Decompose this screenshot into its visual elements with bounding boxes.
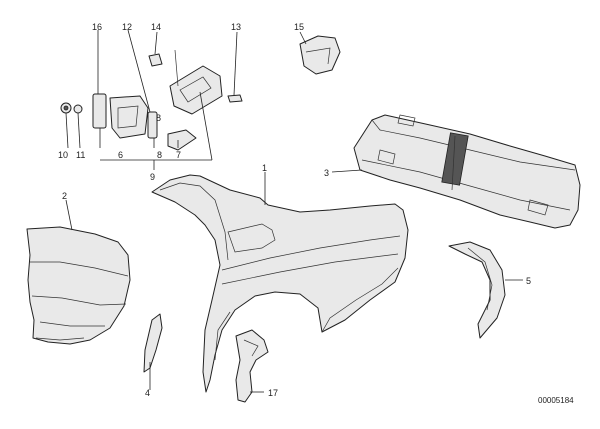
diagram-code: 00005184: [538, 396, 574, 405]
callout-11: 11: [76, 150, 85, 160]
callout-15: 15: [294, 22, 304, 32]
callout-14: 14: [151, 22, 161, 32]
bracket-part-17: [235, 329, 269, 403]
leader-lines: [65, 29, 523, 393]
callout-10: 10: [58, 150, 68, 160]
callout-17: 17: [268, 388, 278, 398]
callout-13: 13: [231, 22, 241, 32]
callout-6: 6: [118, 150, 123, 160]
callout-8: 8: [157, 150, 162, 160]
side-panel-part: [151, 174, 409, 393]
callout-5: 5: [526, 276, 531, 286]
callout-8b: 8: [156, 113, 161, 123]
callout-9: 9: [150, 172, 155, 182]
hardware-cluster: [60, 35, 341, 170]
rear-panel-part: [353, 114, 581, 229]
callout-12: 12: [122, 22, 132, 32]
callout-4: 4: [145, 388, 150, 398]
fender-part: [26, 226, 131, 345]
callout-16: 16: [92, 22, 102, 32]
callout-3: 3: [324, 168, 329, 178]
callout-2: 2: [62, 191, 67, 201]
arch-liner-part: [448, 241, 506, 339]
callout-7: 7: [176, 150, 181, 160]
strip-part-4: [143, 313, 163, 373]
callout-1: 1: [262, 163, 267, 173]
